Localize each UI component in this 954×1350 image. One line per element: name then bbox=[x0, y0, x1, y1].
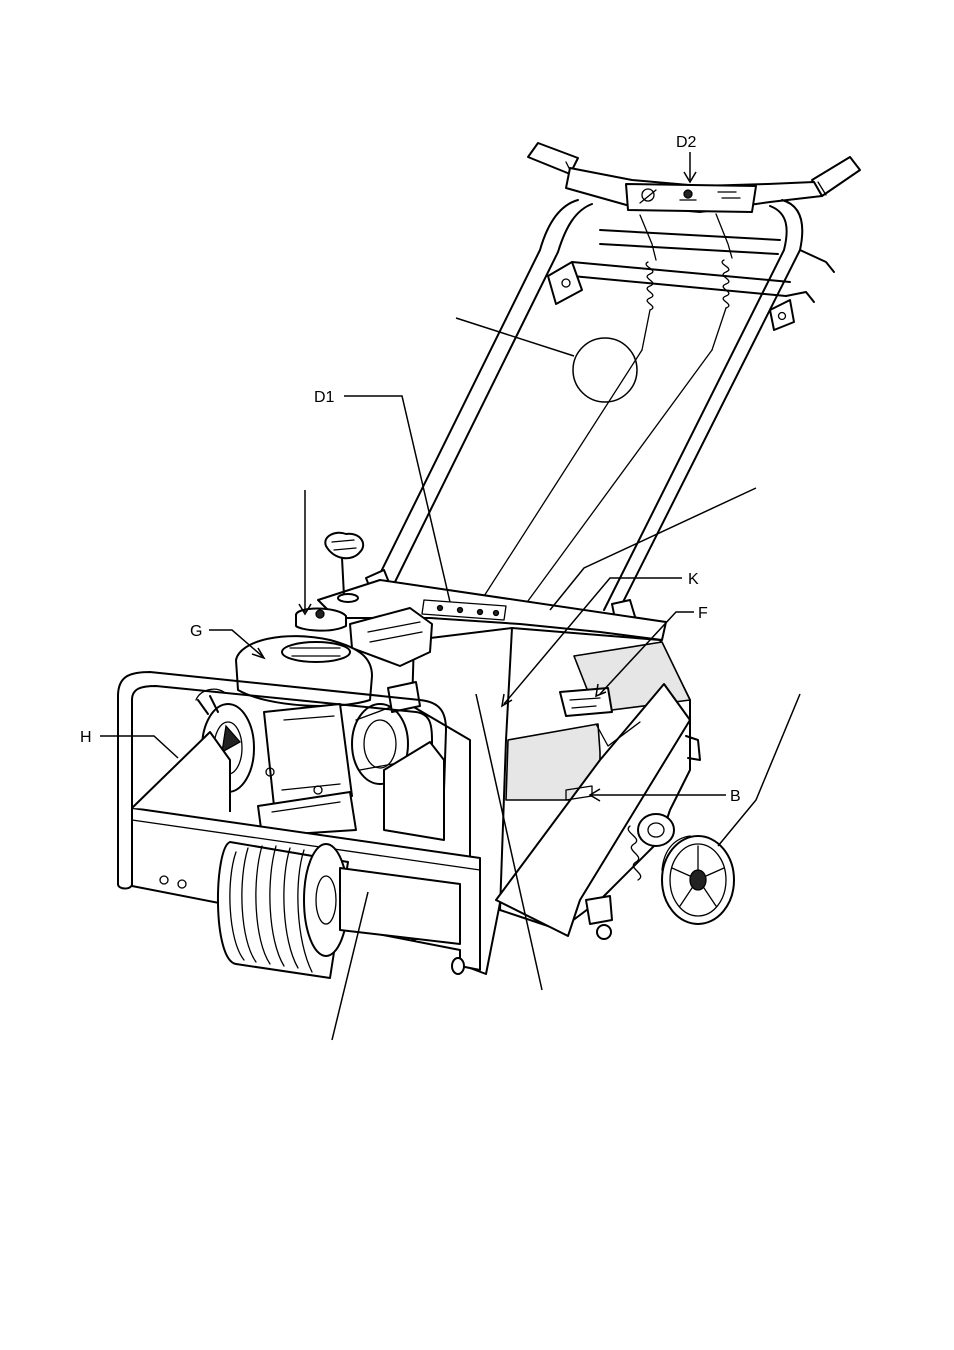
engine-block bbox=[264, 704, 352, 806]
left-handle-tube bbox=[372, 200, 578, 590]
label-f: F bbox=[698, 605, 708, 622]
control-panel-decal bbox=[626, 184, 756, 212]
handle-assembly bbox=[366, 143, 860, 624]
right-handle-tube bbox=[618, 200, 802, 612]
leader-wheel bbox=[718, 694, 800, 846]
leader-top-right bbox=[550, 488, 756, 610]
label-k: K bbox=[688, 571, 699, 588]
label-h: H bbox=[80, 729, 92, 746]
leader-h bbox=[100, 736, 178, 758]
detail-circle bbox=[573, 338, 637, 402]
leader-d1 bbox=[344, 396, 450, 602]
leader-circle bbox=[456, 318, 574, 356]
label-d2: D2 bbox=[676, 134, 697, 151]
label-g: G bbox=[190, 623, 202, 640]
rear-wheel bbox=[662, 836, 734, 924]
label-d1: D1 bbox=[314, 389, 335, 406]
right-cable-spring bbox=[712, 214, 732, 350]
label-b: B bbox=[730, 788, 741, 805]
